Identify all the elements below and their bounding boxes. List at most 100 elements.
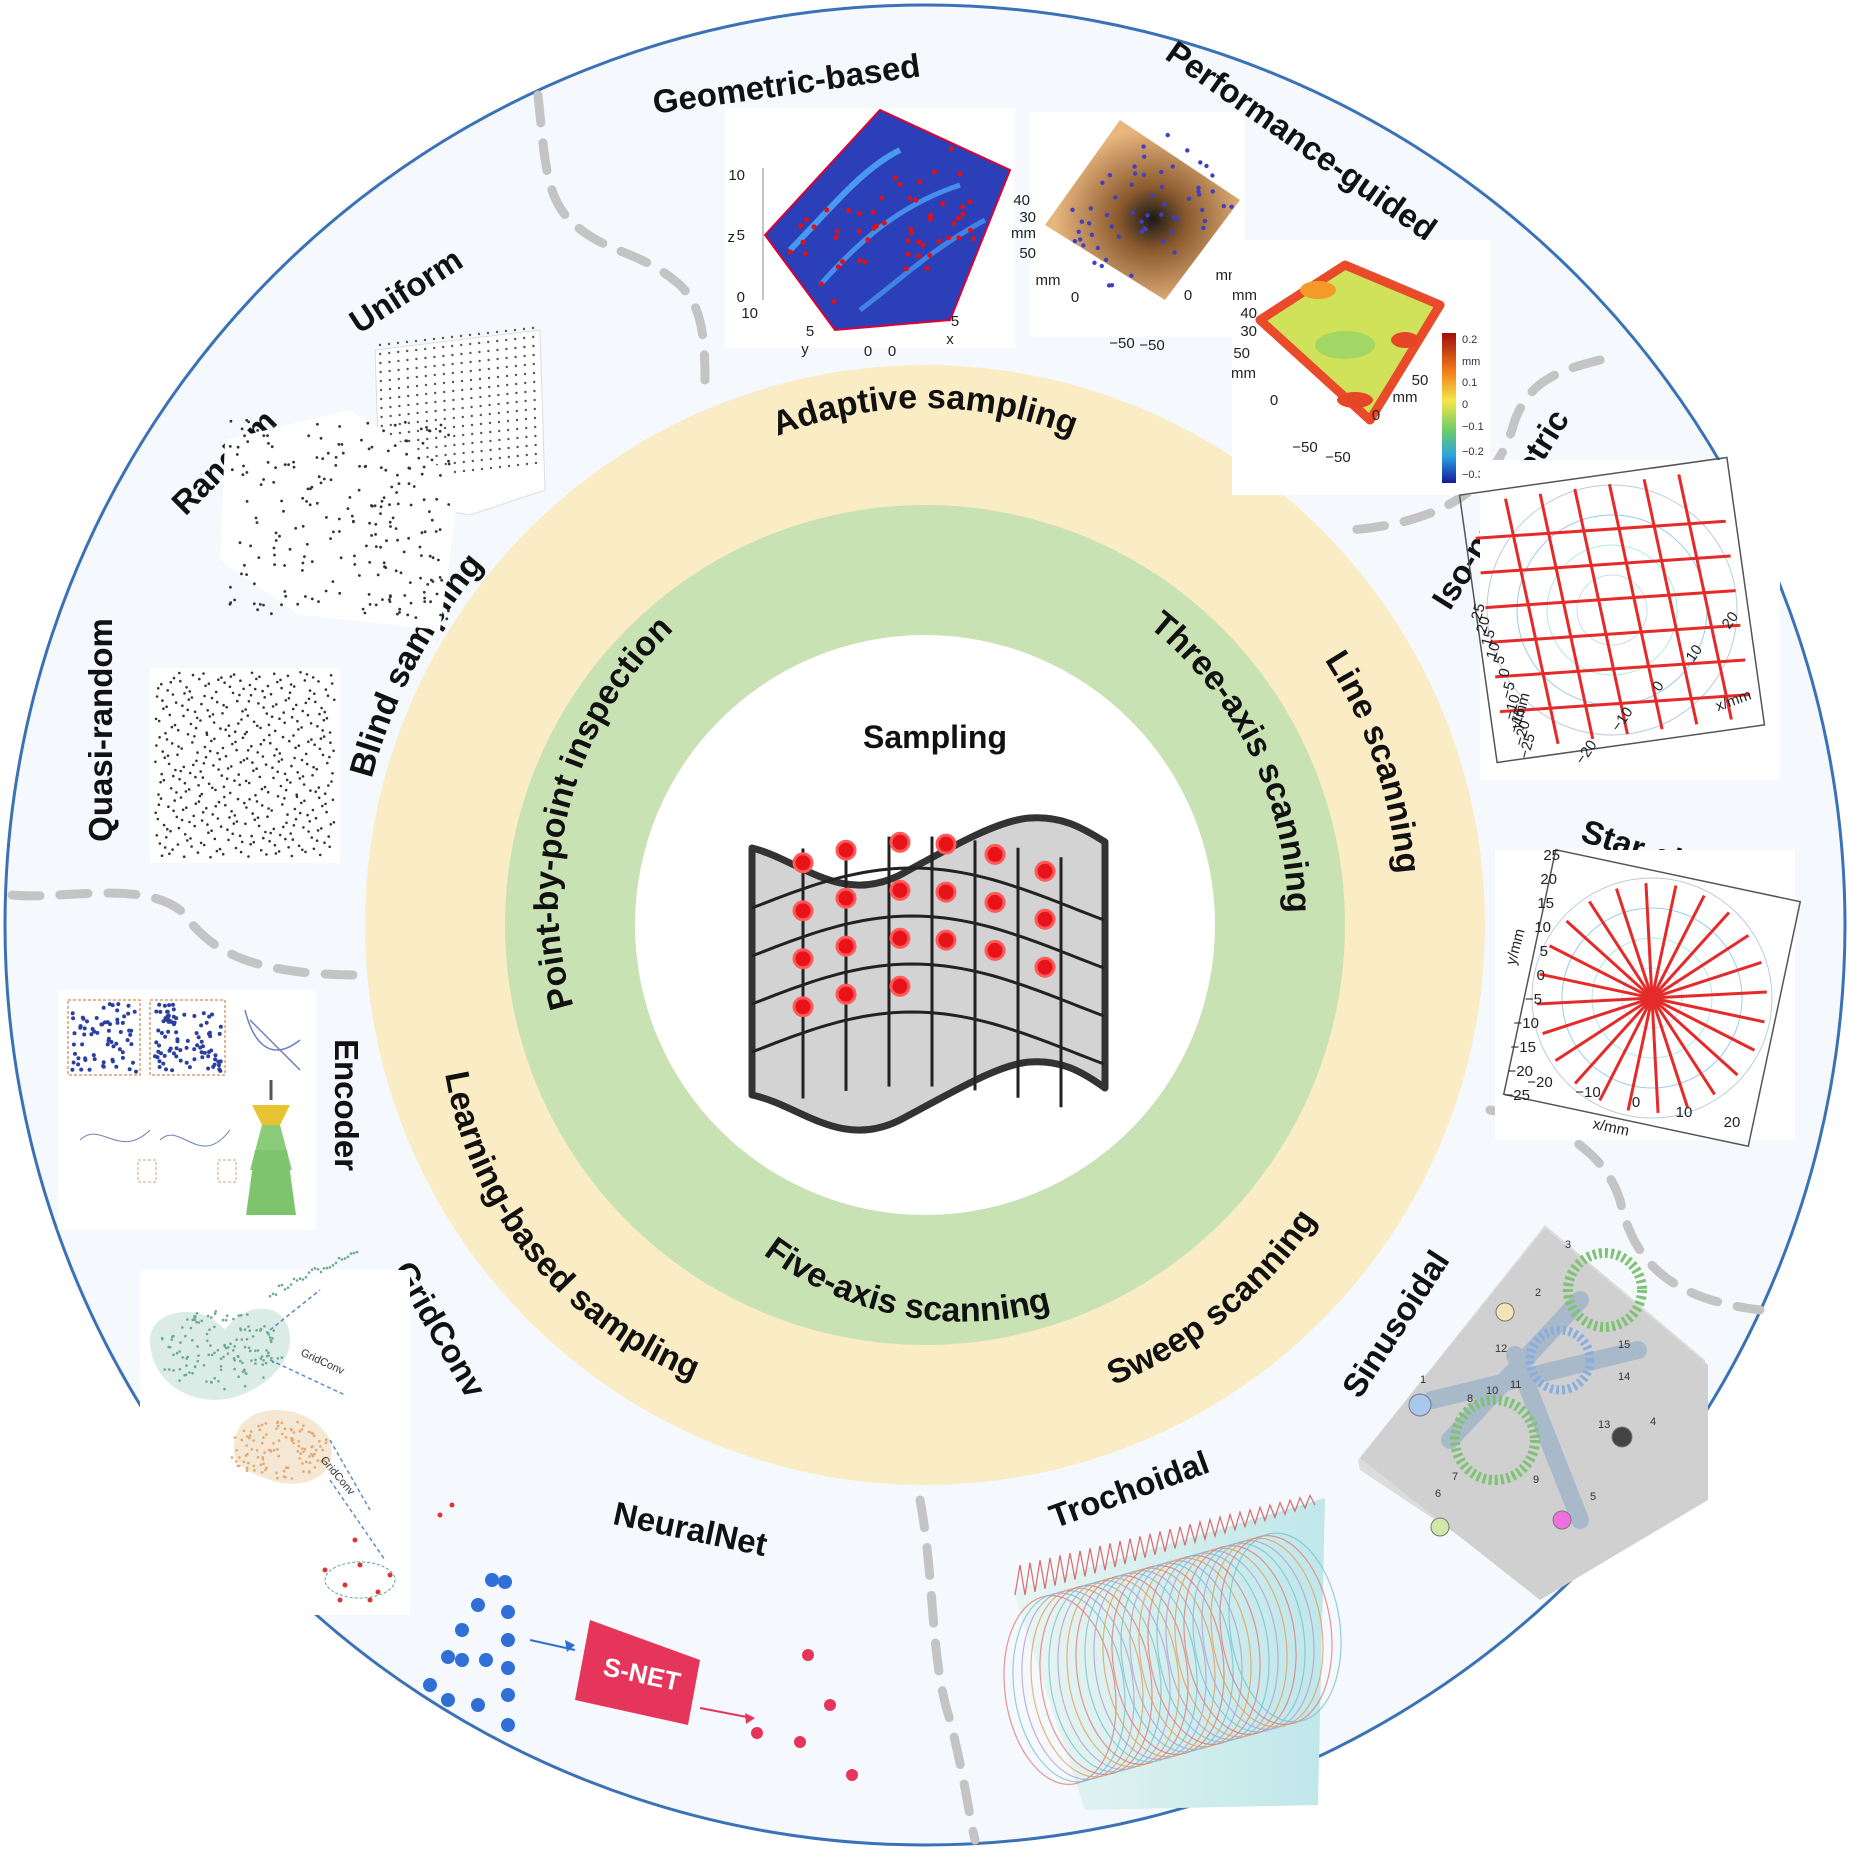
uniform-point	[433, 346, 436, 350]
encoder-point	[126, 1003, 131, 1008]
svg-text:mm: mm	[1393, 389, 1418, 406]
gridconv-point	[342, 1582, 348, 1588]
gridconv-point	[281, 1432, 284, 1436]
encoder-point	[153, 1054, 157, 1059]
random-point	[353, 563, 357, 566]
random-point	[374, 522, 378, 526]
encoder-point	[166, 1013, 171, 1018]
uniform-point	[479, 395, 482, 399]
random-point	[390, 485, 394, 489]
quasi-random-point	[332, 821, 336, 824]
performance-sample-point	[1141, 172, 1147, 178]
encoder-point	[154, 1040, 159, 1045]
gridconv-point	[239, 1359, 242, 1363]
quasi-random-point	[273, 729, 277, 733]
random-point	[363, 611, 367, 615]
quasi-random-point	[191, 741, 194, 744]
gridconv-point	[298, 1457, 302, 1460]
quasi-random-point	[329, 741, 332, 744]
random-point	[374, 545, 378, 548]
quasi-random-point	[222, 703, 225, 707]
random-point	[388, 600, 392, 603]
gridconv-point	[219, 1357, 223, 1361]
gridconv-point	[264, 1468, 267, 1472]
performance-sample-point	[1221, 203, 1227, 209]
quasi-random-point	[253, 818, 257, 821]
quasi-random-point	[295, 703, 298, 707]
gridconv-point	[283, 1427, 287, 1430]
encoder-point	[92, 1057, 97, 1062]
geometric-sample-point	[903, 266, 909, 272]
sample-point	[984, 891, 1006, 913]
trochoid-zigzag	[1014, 1493, 1316, 1596]
gridconv-point	[259, 1357, 263, 1360]
sinusoidal-number: 8	[1467, 1393, 1473, 1405]
random-point	[423, 530, 427, 534]
quasi-random-point	[193, 824, 196, 828]
quasi-random-point	[230, 810, 233, 813]
uniform-point	[453, 452, 456, 456]
gridconv-point	[209, 1380, 213, 1384]
gridconv-point	[260, 1471, 264, 1474]
encoder-point	[120, 1020, 125, 1025]
quasi-random-point	[276, 680, 279, 684]
uniform-point	[516, 454, 519, 458]
encoder-point	[101, 1060, 106, 1065]
star-center	[1644, 990, 1660, 1006]
encoder-point	[117, 1047, 122, 1052]
sinusoidal-number: 5	[1590, 1491, 1596, 1503]
quasi-random-point	[284, 788, 288, 792]
quasi-random-point	[194, 802, 198, 805]
quasi-random-point	[233, 814, 237, 817]
gridconv-point	[225, 1314, 229, 1317]
encoder-point	[162, 1003, 167, 1008]
performance-sample-point	[1104, 212, 1110, 218]
quasi-random-point	[241, 710, 244, 713]
quasi-random-point	[167, 805, 170, 808]
performance-sample-point	[1161, 239, 1166, 244]
gridconv-point	[222, 1355, 225, 1359]
gridconv-point	[260, 1423, 264, 1427]
quasi-random-point	[193, 710, 197, 714]
quasi-random-point	[293, 756, 296, 760]
quasi-random-point	[215, 849, 219, 853]
quasi-random-point	[249, 693, 253, 697]
performance-sample-point	[1198, 160, 1203, 165]
iso-line	[1490, 623, 1741, 644]
quasi-random-point	[210, 739, 213, 743]
quasi-random-point	[164, 731, 167, 735]
svg-text:0: 0	[1071, 289, 1079, 306]
gridconv-point	[262, 1462, 266, 1465]
uniform-point	[389, 423, 392, 427]
uniform-point	[415, 375, 418, 379]
quasi-random-point	[307, 740, 310, 743]
encoder-point	[100, 1022, 105, 1027]
random-point	[337, 443, 341, 446]
encoder-point	[73, 1051, 77, 1056]
encoder-point	[195, 1043, 200, 1048]
quasi-random-point	[167, 762, 171, 766]
encoder-point	[207, 1050, 211, 1054]
quasi-random-point	[154, 717, 158, 721]
quasi-random-point	[279, 678, 282, 682]
gridconv-point	[302, 1470, 305, 1473]
quasi-random-point	[221, 712, 224, 715]
performance-sample-point	[1159, 212, 1164, 217]
gridconv-point	[258, 1428, 262, 1432]
random-point	[385, 539, 388, 543]
uniform-point	[407, 394, 410, 398]
random-point	[257, 556, 261, 559]
quasi-random-point	[159, 780, 162, 784]
encoder-point	[122, 1014, 127, 1019]
sample-point	[889, 927, 911, 949]
random-point	[430, 518, 434, 522]
random-point	[407, 466, 411, 470]
encoder-point	[101, 1005, 106, 1010]
encoder-point	[171, 1007, 176, 1012]
gridconv-point	[170, 1338, 173, 1341]
neuralnet-input-point	[485, 1573, 499, 1587]
gridconv-point	[243, 1328, 247, 1331]
encoder-point	[76, 1056, 81, 1061]
random-point	[301, 496, 305, 500]
sinusoidal-number: 7	[1452, 1471, 1458, 1483]
